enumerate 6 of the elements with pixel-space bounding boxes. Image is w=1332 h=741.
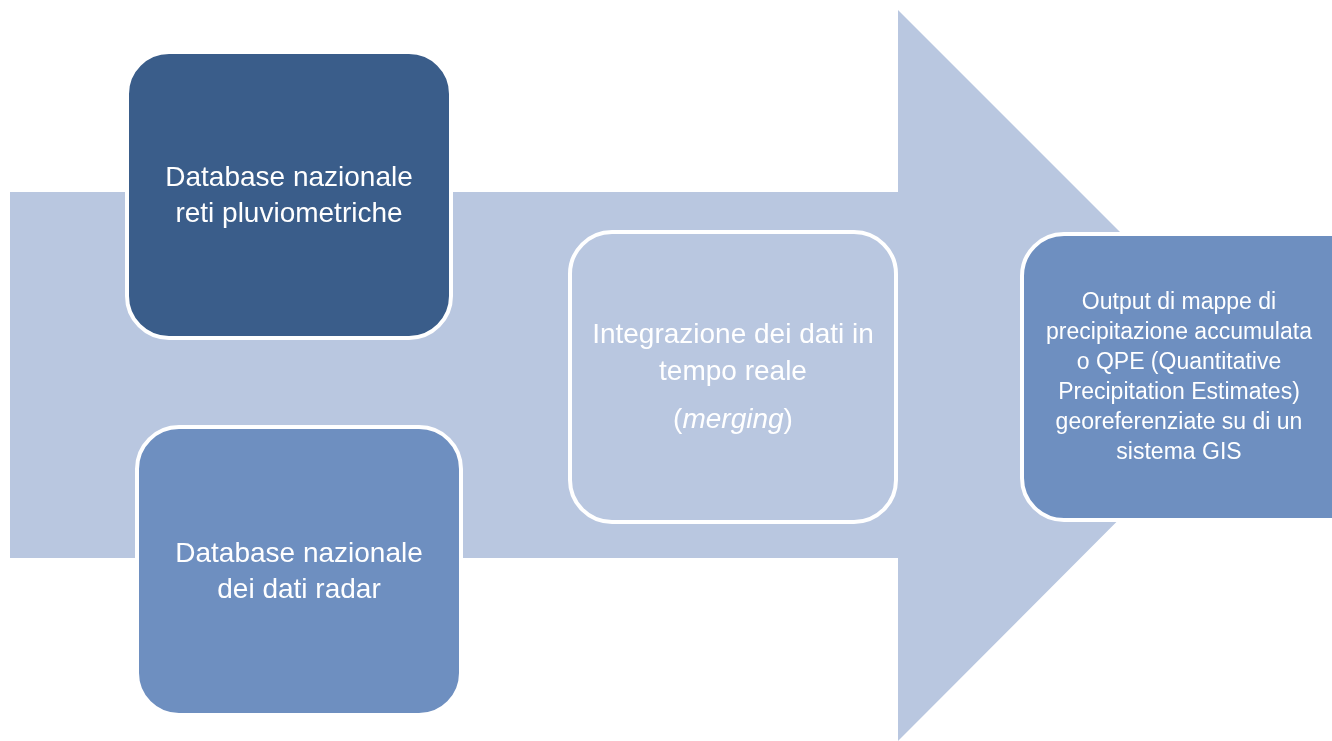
box-label: Database nazionale dei dati radar (174, 535, 424, 606)
box-note: (merging) (673, 402, 793, 437)
box-label: Database nazionale reti pluviometriche (164, 159, 414, 230)
box-label: Integrazione dei dati in tempo reale (591, 317, 875, 388)
box-label: Output di mappe di precipitazione accumulata o QPE (Quantitative Precipitation Estimates) georeferenziate su di un sistema GIS (1045, 287, 1313, 466)
process-box (568, 230, 898, 524)
